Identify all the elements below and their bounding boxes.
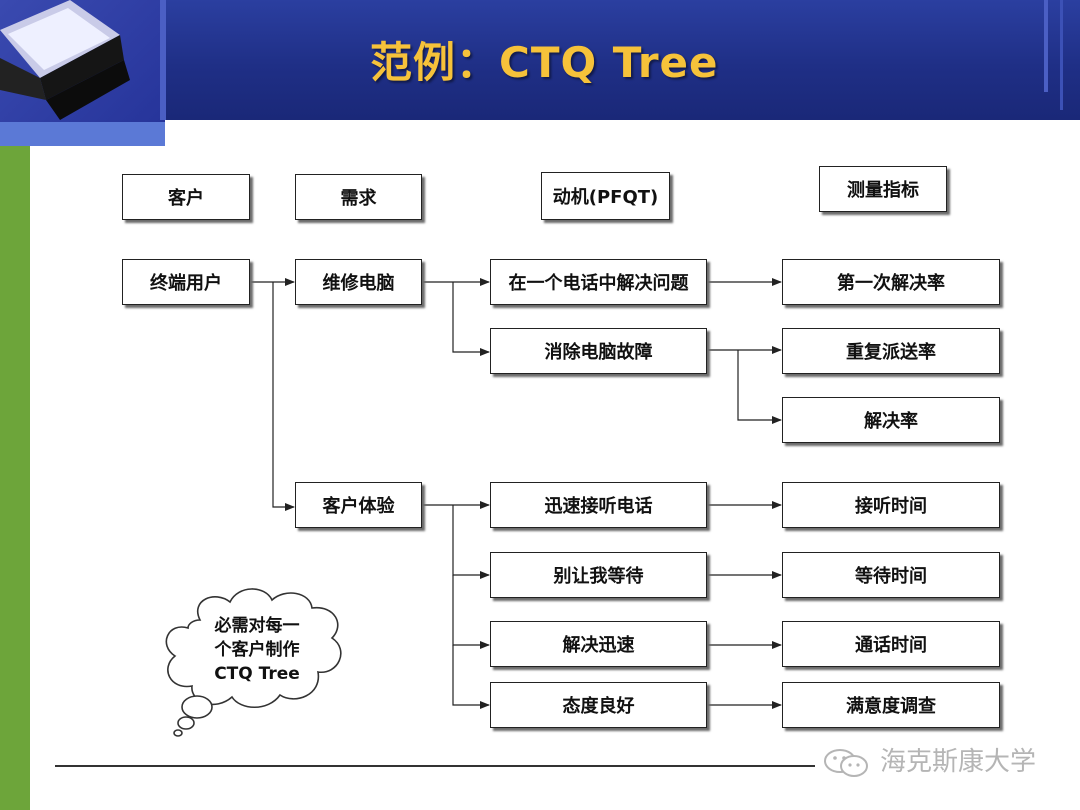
cloud-note: 必需对每一 个客户制作 CTQ Tree [188, 614, 326, 686]
header-customer: 客户 [122, 174, 250, 220]
node-driver-6: 态度良好 [490, 682, 707, 728]
node-driver-1: 在一个电话中解决问题 [490, 259, 707, 305]
node-need-1: 维修电脑 [295, 259, 422, 305]
node-driver-5: 解决迅速 [490, 621, 707, 667]
node-metric-3: 解决率 [782, 397, 1000, 443]
node-customer: 终端用户 [122, 259, 250, 305]
header-need: 需求 [295, 174, 422, 220]
node-metric-4: 接听时间 [782, 482, 1000, 528]
node-driver-2: 消除电脑故障 [490, 328, 707, 374]
node-metric-6: 通话时间 [782, 621, 1000, 667]
node-metric-5: 等待时间 [782, 552, 1000, 598]
node-driver-3: 迅速接听电话 [490, 482, 707, 528]
watermark-text: 海克斯康大学 [880, 747, 1036, 777]
node-metric-1: 第一次解决率 [782, 259, 1000, 305]
node-metric-2: 重复派送率 [782, 328, 1000, 374]
footer-divider [55, 765, 815, 767]
wechat-icon [822, 747, 872, 779]
node-need-2: 客户体验 [295, 482, 422, 528]
cloud-note-line-2: 个客户制作 [188, 638, 326, 662]
watermark: 海克斯康大学 [822, 742, 1036, 782]
node-metric-7: 满意度调查 [782, 682, 1000, 728]
node-driver-4: 别让我等待 [490, 552, 707, 598]
header-driver: 动机(PFQT) [541, 172, 670, 220]
header-metric: 测量指标 [819, 166, 947, 212]
cloud-note-line-3: CTQ Tree [188, 662, 326, 686]
cloud-note-line-1: 必需对每一 [188, 614, 326, 638]
